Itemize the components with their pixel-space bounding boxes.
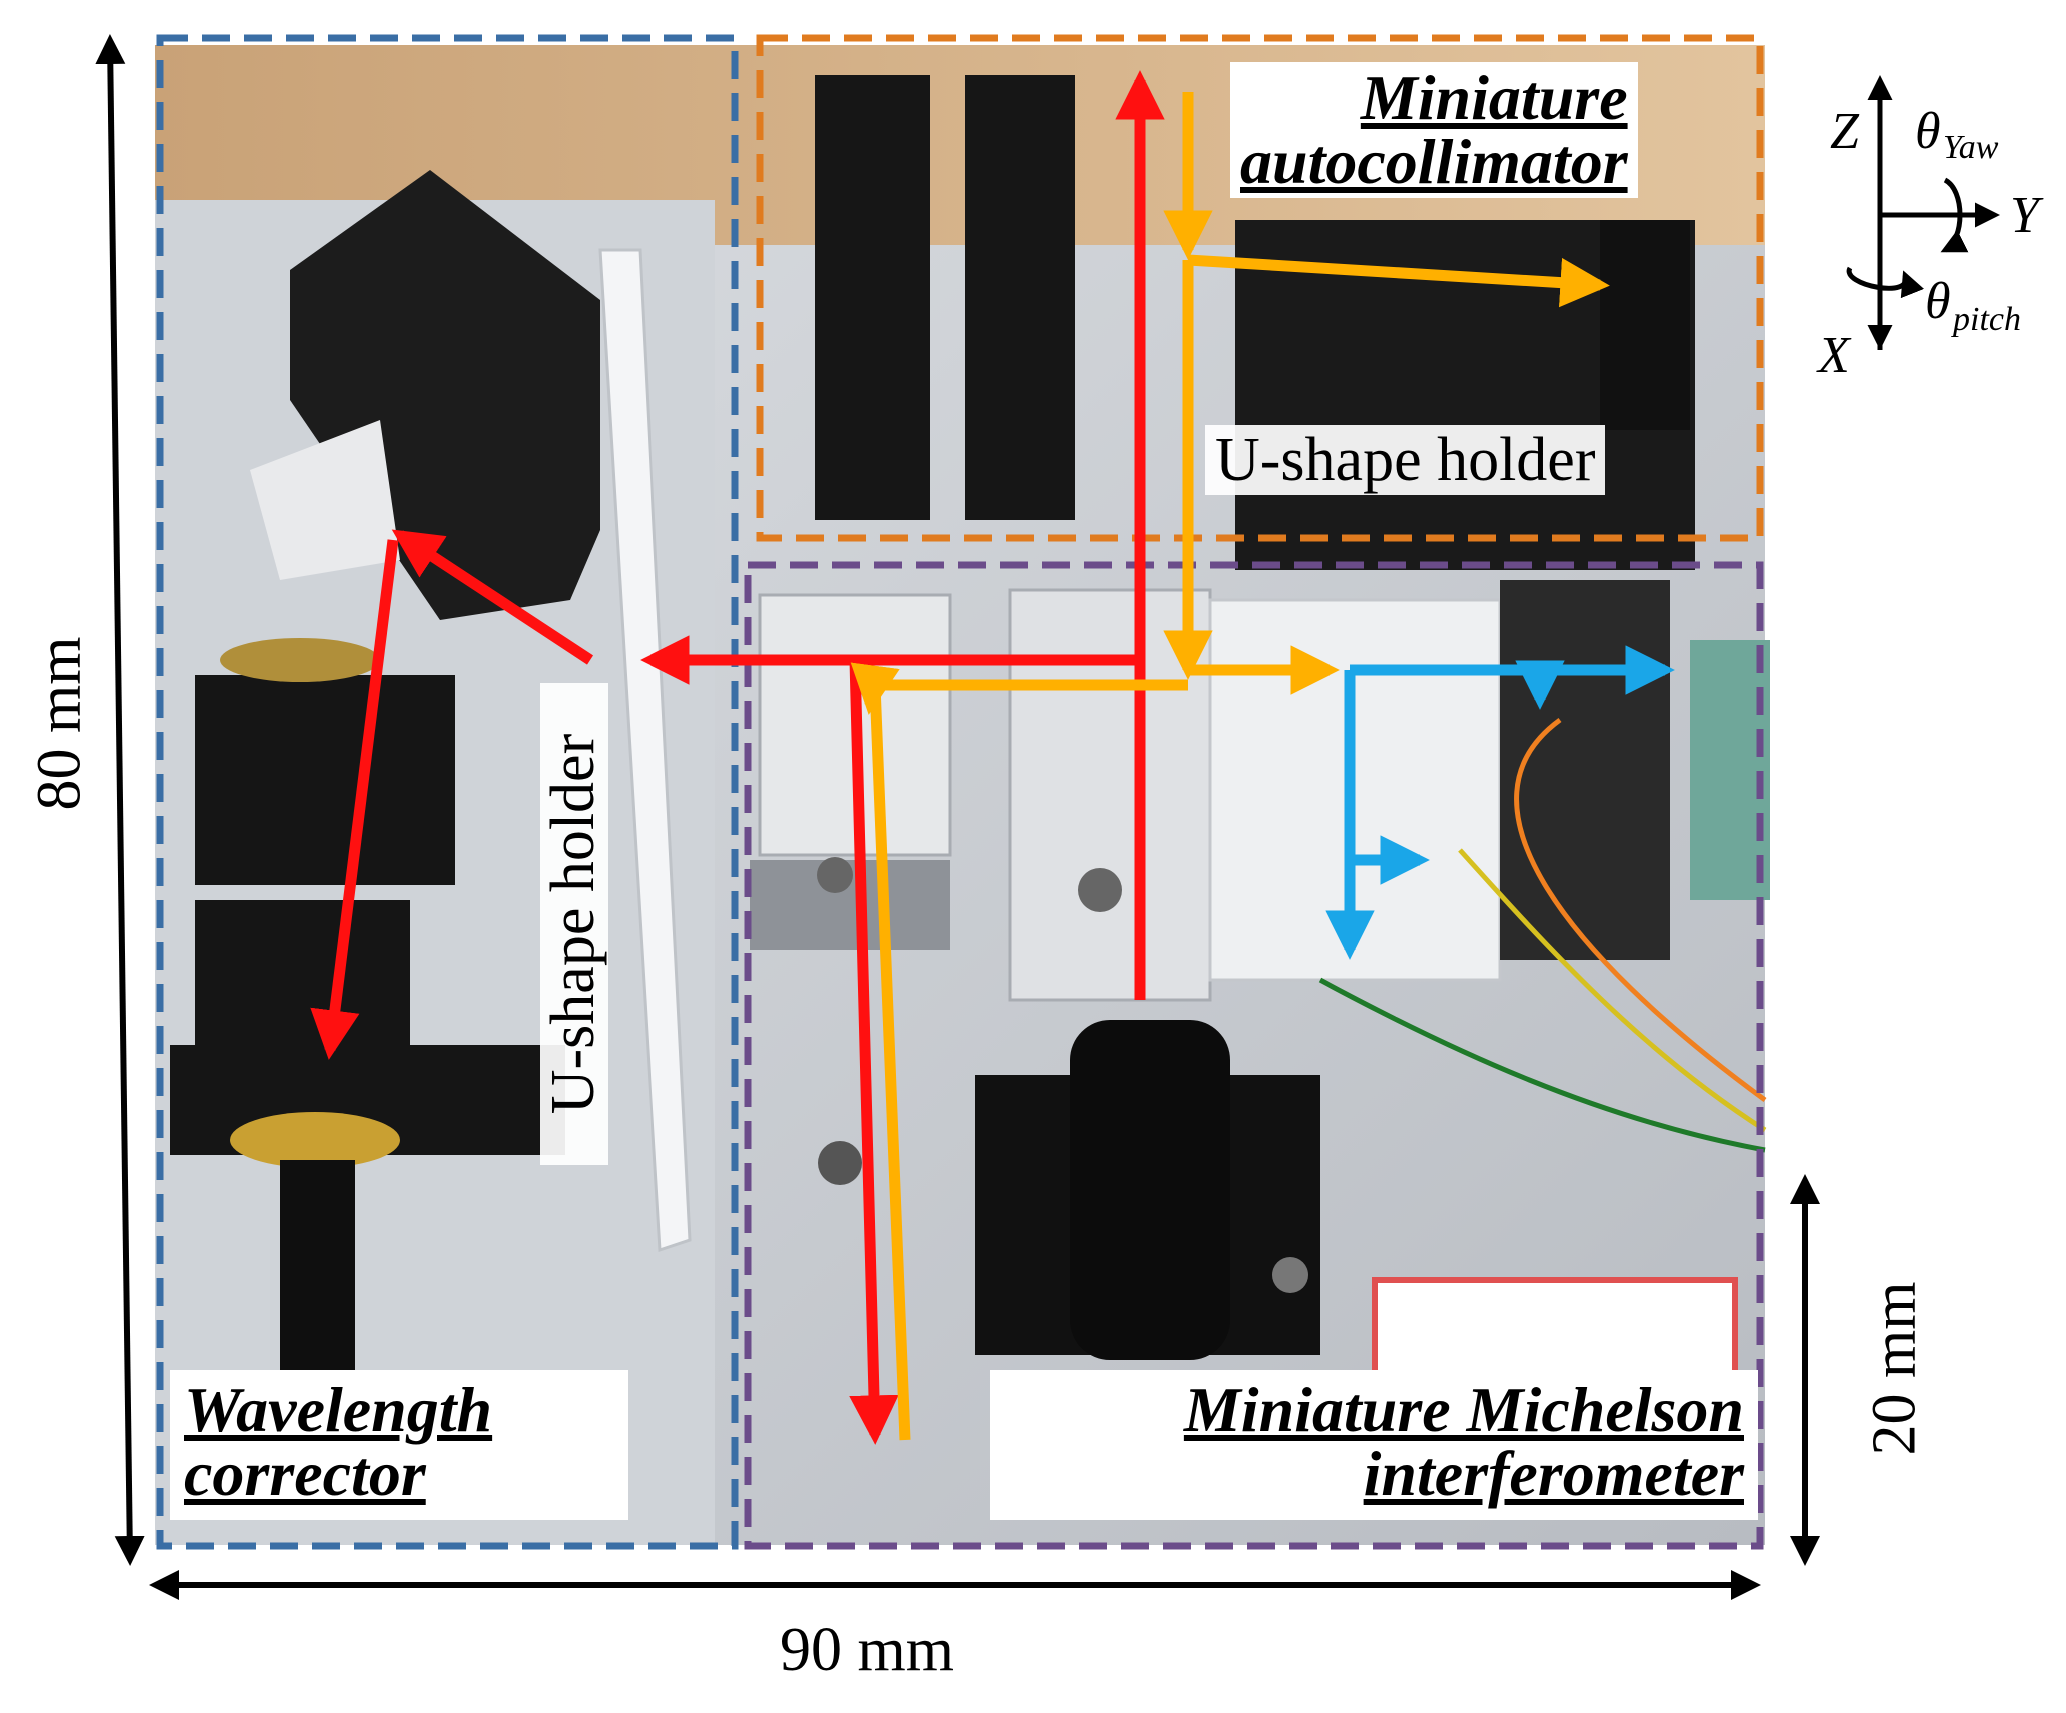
small-dimension-label: 20 mm xyxy=(1860,1281,1929,1456)
michelson-label-line1: Miniature Michelson xyxy=(1183,1374,1744,1445)
autocollimator-label-line2: autocollimator xyxy=(1240,126,1628,197)
michelson-label: Miniature Michelson interferometer xyxy=(990,1370,1758,1520)
x-axis-label: X xyxy=(1816,327,1852,384)
optical-components xyxy=(170,75,1770,1483)
theta-yaw-symbol: θ xyxy=(1915,103,1941,160)
theta-pitch-symbol: θ xyxy=(1925,273,1951,330)
red-beam xyxy=(310,70,1165,1445)
wavelength-corrector-label: Wavelength corrector xyxy=(170,1370,628,1520)
u-shape-holder-top-label: U-shape holder xyxy=(1205,425,1606,495)
z-axis-label: Z xyxy=(1830,103,1860,160)
autocollimator-box xyxy=(756,34,1764,542)
blue-beam xyxy=(1325,645,1675,960)
height-dimension-label: 80 mm xyxy=(25,636,94,811)
pitch-subscript: pitch xyxy=(1951,301,2021,338)
michelson-box xyxy=(744,561,1764,1550)
autocollimator-label: Miniature autocollimator xyxy=(1230,62,1638,198)
y-axis-label: Y xyxy=(2010,187,2044,244)
yaw-subscript: Yaw xyxy=(1943,129,1999,166)
coordinate-axes: Z Y X θ Yaw θ pitch xyxy=(1816,75,2044,384)
wavelength-corrector-label-line1: Wavelength xyxy=(184,1374,493,1445)
width-dimension-label: 90 mm xyxy=(780,1616,954,1684)
autocollimator-label-line1: Miniature xyxy=(1360,62,1628,133)
michelson-label-line2: interferometer xyxy=(1363,1438,1744,1509)
yellow-beam xyxy=(850,92,1610,1441)
height-dimension-arrow xyxy=(95,34,145,1566)
wavelength-corrector-label-line2: corrector xyxy=(184,1438,426,1509)
u-shape-holder-left-label: U-shape holder xyxy=(539,683,608,1165)
wavelength-corrector-box xyxy=(156,34,739,1550)
